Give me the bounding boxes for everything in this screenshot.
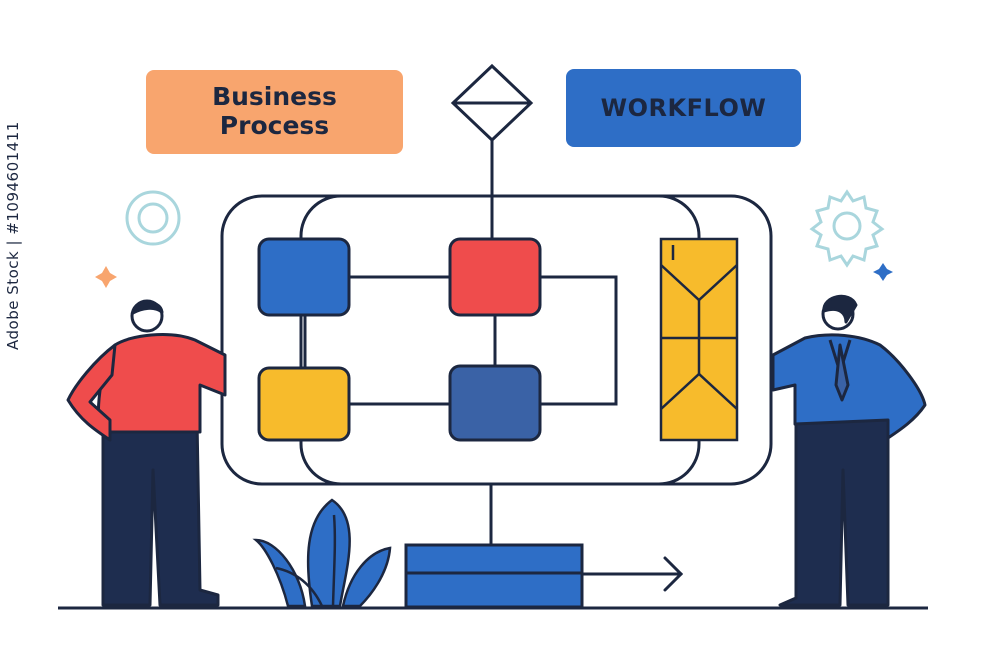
business-process-label-line2: Process — [219, 111, 330, 140]
node-connectors — [303, 275, 618, 545]
plant-icon — [252, 498, 392, 608]
sparkle-icon-right — [873, 263, 893, 281]
decision-diamond-icon — [450, 63, 534, 143]
person-right — [771, 294, 927, 607]
flow-node-blue — [257, 237, 351, 317]
gear-icon — [809, 189, 885, 268]
ring-icon — [125, 190, 181, 246]
stock-id-watermark: Adobe Stock | #1094601411 — [4, 121, 22, 350]
document-panel — [659, 237, 739, 442]
business-process-label: Business Process — [146, 70, 403, 154]
workflow-label: WORKFLOW — [566, 69, 801, 147]
flow-node-steel-blue — [448, 364, 542, 442]
output-box — [404, 543, 584, 609]
flow-node-yellow — [257, 366, 351, 442]
business-process-label-line1: Business — [212, 82, 337, 112]
sparkle-icon — [95, 266, 117, 288]
arrow-right-icon — [580, 556, 684, 592]
person-left — [66, 299, 227, 607]
flow-node-red — [448, 237, 542, 317]
